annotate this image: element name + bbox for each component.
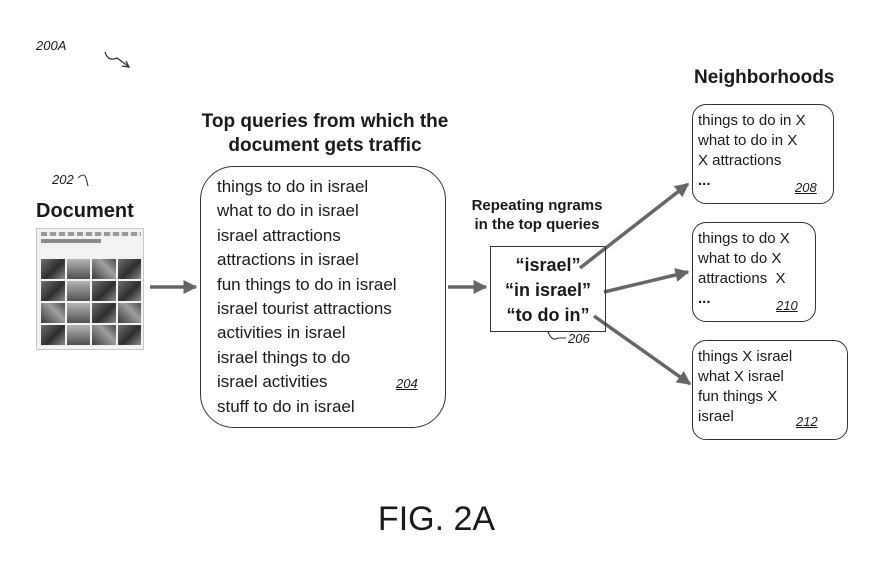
query-item: things to do in israel <box>217 177 369 196</box>
arrow-ngram-to-neighborhood-208 <box>578 182 690 270</box>
query-item: what to do in israel <box>217 201 359 221</box>
queries-heading-line1: Top queries from which the <box>201 111 449 132</box>
figure-reference: 200A <box>36 38 67 53</box>
neighborhood-line: things to do in X <box>698 112 806 129</box>
neighborhood-ref-208: 208 <box>795 180 817 195</box>
query-item: activities in israel <box>217 323 346 343</box>
figure-ref-leader <box>104 51 129 67</box>
neighborhood-line: attractions X <box>698 270 786 287</box>
neighborhood-line: what to do X <box>698 250 782 267</box>
ngram-heading-line2: in the top queries <box>474 216 600 233</box>
ngram-heading: Repeating ngrams in the top queries <box>452 196 622 234</box>
queries-ref: 204 <box>396 376 418 391</box>
document-ref: 202 <box>52 172 74 187</box>
query-item: israel attractions <box>217 225 341 245</box>
query-item: attractions in israel <box>217 250 359 270</box>
ngram-item: “israel” <box>515 255 581 275</box>
ngram-item: “to do in” <box>506 305 590 325</box>
webpage-thumbnail-icon <box>36 228 144 350</box>
neighborhood-line: ... <box>698 290 711 307</box>
neighborhood-line: fun things X <box>698 388 778 405</box>
ref-202-leader <box>77 174 89 187</box>
neighborhood-line: israel <box>698 408 734 425</box>
neighborhood-line: X attractions <box>698 152 782 169</box>
ngrams-ref: 206 <box>568 331 590 346</box>
query-item: israel things to do <box>217 347 351 367</box>
ngram-item: “in israel” <box>504 280 592 300</box>
neighborhood-box-212: things X israel what X israel fun things… <box>692 340 848 440</box>
arrow-ngram-to-neighborhood-210 <box>603 268 690 294</box>
neighborhood-box-208: things to do in X what to do in X X attr… <box>692 104 834 204</box>
neighborhood-line: what to do in X <box>698 132 798 149</box>
neighborhood-ref-210: 210 <box>776 298 798 313</box>
query-item: israel activities <box>217 372 328 392</box>
neighborhoods-heading: Neighborhoods <box>694 67 835 88</box>
figure-ref-arrowhead <box>121 60 131 68</box>
query-item: fun things to do in israel <box>217 274 397 294</box>
ref-206-leader <box>547 331 566 340</box>
query-item: israel tourist attractions <box>217 299 392 319</box>
ngram-heading-line1: Repeating ngrams <box>471 197 603 214</box>
query-list-box: things to do in israel what to do in isr… <box>200 166 446 428</box>
arrow-ngram-to-neighborhood-212 <box>592 314 692 386</box>
neighborhood-line: things to do X <box>698 230 790 247</box>
query-item: stuff to do in israel <box>217 396 355 416</box>
queries-heading: Top queries from which the document gets… <box>180 110 470 158</box>
ngram-box: “israel” “in israel” “to do in” <box>490 246 606 332</box>
neighborhood-box-210: things to do X what to do X attractions … <box>692 222 816 322</box>
neighborhood-line: ... <box>698 172 711 189</box>
neighborhood-line: things X israel <box>698 348 793 365</box>
queries-heading-line2: document gets traffic <box>228 135 422 156</box>
figure-caption: FIG. 2A <box>377 500 496 538</box>
document-label: Document <box>36 200 134 222</box>
neighborhood-line: what X israel <box>698 368 784 385</box>
neighborhood-ref-212: 212 <box>796 414 818 429</box>
